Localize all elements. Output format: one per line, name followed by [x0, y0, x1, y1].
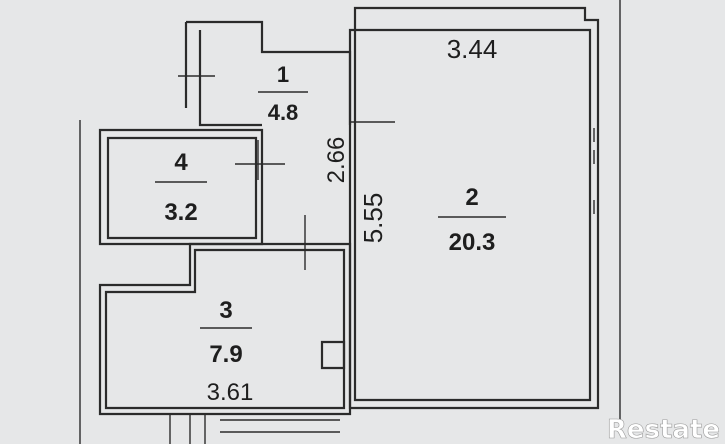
- room-3-walls: [98, 215, 352, 416]
- room-4-area: 3.2: [164, 199, 197, 226]
- room-1-number: 1: [277, 62, 289, 87]
- room-2-walls: [348, 6, 600, 410]
- room-2-number: 2: [465, 184, 478, 211]
- room-3-area: 7.9: [209, 341, 242, 368]
- room-2-area: 20.3: [449, 229, 496, 256]
- watermark-text: Restate: [607, 415, 720, 444]
- dimension-bottom-width: 3.61: [207, 379, 254, 406]
- dimension-room2-height: 5.55: [358, 193, 388, 244]
- room-4-number: 4: [174, 149, 188, 176]
- dimension-top-width: 3.44: [447, 34, 498, 64]
- room-1-area: 4.8: [268, 100, 299, 125]
- room-3-number: 3: [219, 297, 232, 324]
- dimension-room1-height: 2.66: [323, 137, 350, 184]
- stairs: [169, 414, 340, 444]
- restate-watermark: Restate: [607, 415, 721, 444]
